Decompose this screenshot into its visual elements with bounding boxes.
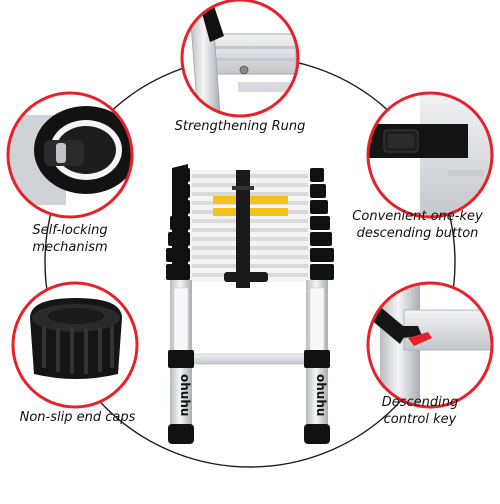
right-stile-clamps (310, 168, 334, 280)
warning-sticker (213, 196, 243, 204)
label-line: control key (383, 412, 457, 427)
telescopic-ladder: ohuhu ohuhu (166, 164, 334, 444)
label-strengthening-rung: Strengthening Rung (174, 119, 306, 134)
left-stile-clamps (166, 164, 190, 280)
detail-control-key (366, 281, 494, 409)
detail-circle-outline (366, 281, 494, 409)
label-self-locking: Self-locking mechanism (10, 222, 130, 256)
warning-sticker (250, 196, 288, 204)
left-foot-cap (168, 424, 194, 444)
detail-circle-outline (11, 281, 139, 409)
right-foot-cap (304, 424, 330, 444)
warning-sticker (213, 208, 243, 216)
detail-end-cap (11, 281, 139, 409)
brand-logo-right: ohuhu (314, 374, 328, 416)
extended-rung (191, 353, 307, 365)
detail-strengthening-rung (180, 0, 300, 118)
warning-sticker (250, 208, 288, 216)
detail-self-locking (6, 91, 134, 219)
label-one-key-button: Convenient one-key descending button (340, 208, 495, 242)
label-end-caps: Non-slip end caps (19, 410, 136, 425)
detail-one-key-button (366, 91, 494, 219)
label-line: Convenient one-key (352, 209, 483, 224)
label-line: descending button (356, 226, 479, 241)
detail-circle-outline (366, 91, 494, 219)
detail-circle-outline (180, 0, 300, 118)
carry-handle (224, 272, 268, 282)
label-line: Self-locking (32, 223, 108, 238)
label-line: mechanism (32, 240, 108, 255)
detail-circle-outline (6, 91, 134, 219)
label-control-key: Descending control key (360, 394, 480, 428)
carry-strap (236, 170, 250, 288)
label-line: Descending (381, 395, 459, 410)
brand-logo-left: ohuhu (178, 374, 192, 416)
